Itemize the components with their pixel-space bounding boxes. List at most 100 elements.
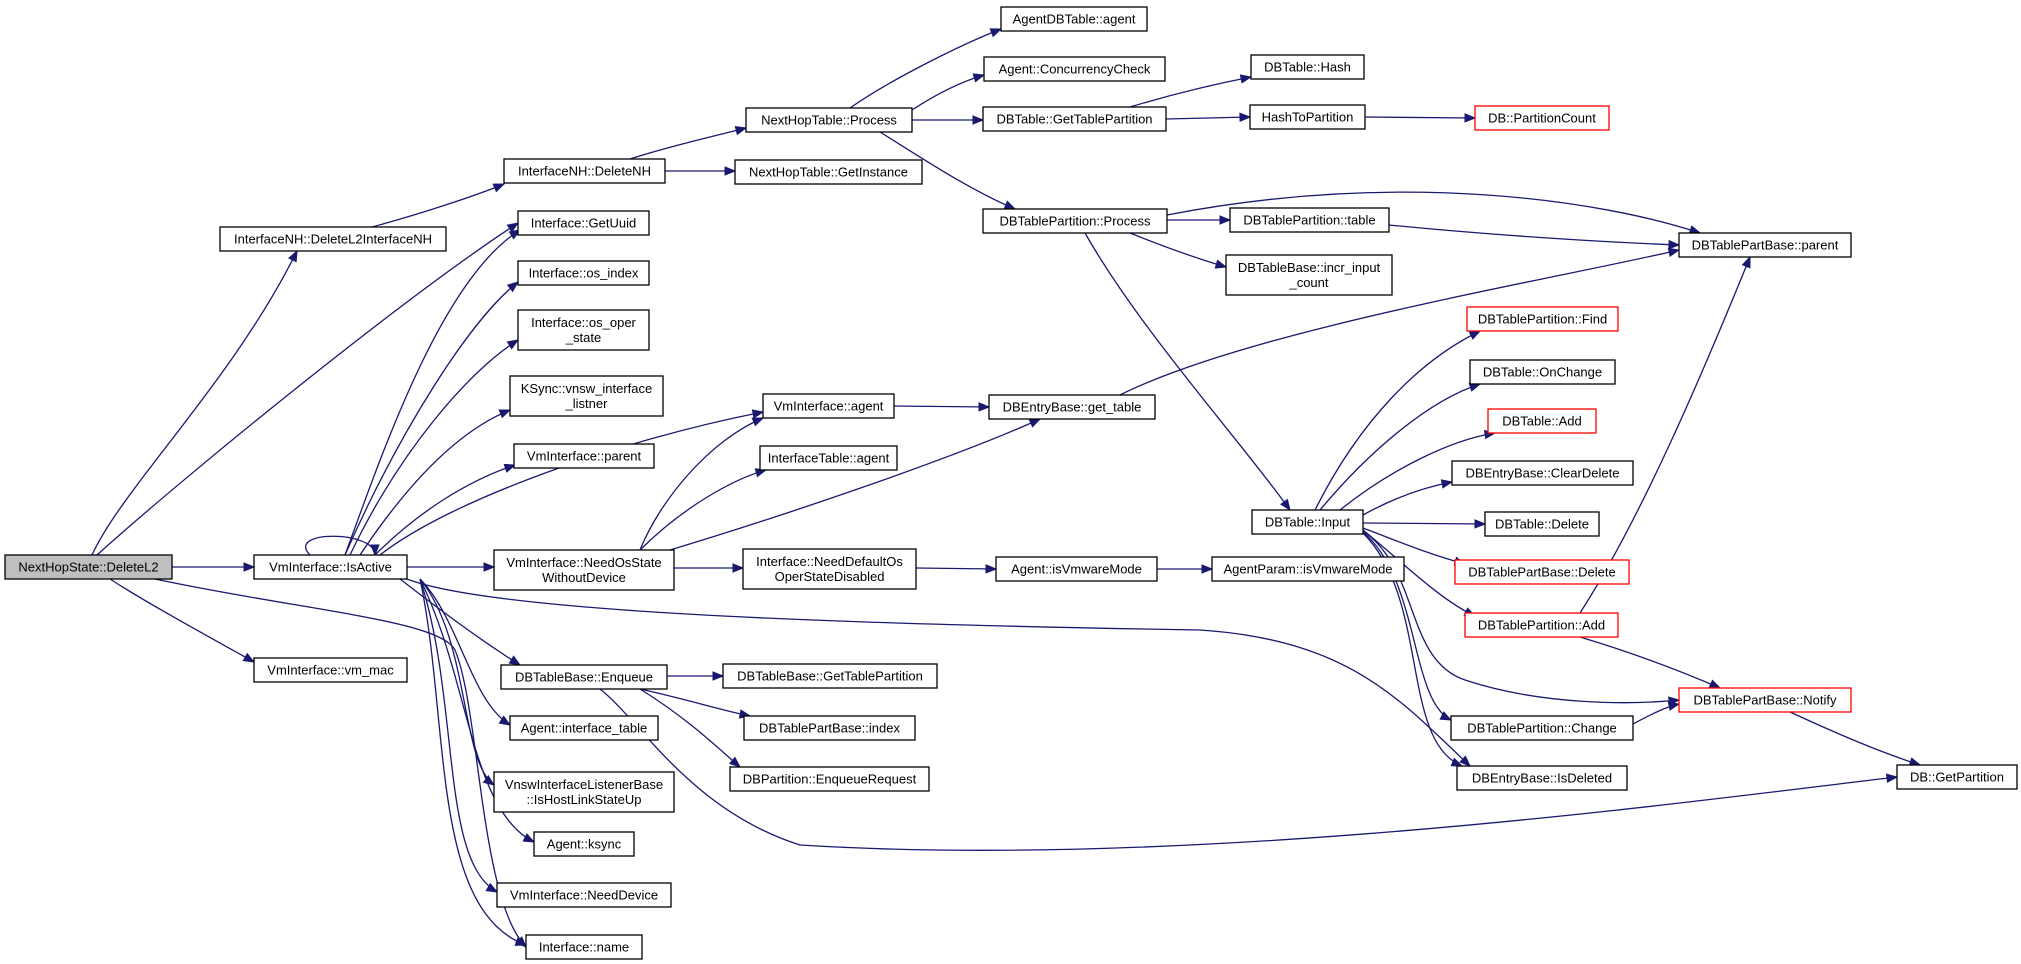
node-label: VmInterface::IsActive xyxy=(269,560,392,575)
edge-n1-to-n2 xyxy=(371,183,506,228)
node-label: HashToPartition xyxy=(1262,110,1354,125)
node-box xyxy=(500,664,668,690)
node-box xyxy=(982,208,1168,234)
node-interface-name[interactable]: Interface::name xyxy=(525,934,643,960)
arrowhead xyxy=(1741,255,1751,269)
node-interface-needdefaultosoperstatedisabled[interactable]: Interface::NeedDefaultOsOperStateDisable… xyxy=(742,548,917,590)
node-dbtablepartbase-delete[interactable]: DBTablePartBase::Delete xyxy=(1454,559,1630,585)
edge-n35-to-n49 xyxy=(419,578,528,946)
node-dbtable-input[interactable]: DBTable::Input xyxy=(1251,509,1364,535)
arrowhead xyxy=(728,756,742,768)
node-db-getpartition[interactable]: DB::GetPartition xyxy=(1896,764,2018,790)
edge-n36-to-n37 xyxy=(674,563,745,573)
node-dbtablepartbase-notify[interactable]: DBTablePartBase::Notify xyxy=(1678,687,1852,713)
node-dbtablepartbase-index[interactable]: DBTablePartBase::index xyxy=(743,715,916,741)
edge-line xyxy=(669,418,1041,551)
node-dbtable-delete[interactable]: DBTable::Delete xyxy=(1484,511,1600,537)
node-label: AgentDBTable::agent xyxy=(1013,12,1136,27)
edge-line xyxy=(154,578,527,948)
node-dbentrybase-isdeleted[interactable]: DBEntryBase::IsDeleted xyxy=(1456,765,1628,791)
node-label: AgentParam::isVmwareMode xyxy=(1223,562,1392,577)
edge-line xyxy=(344,229,521,556)
node-dbtablepartition-change[interactable]: DBTablePartition::Change xyxy=(1450,715,1634,741)
node-dbtablebase-incr-input-count[interactable]: DBTableBase::incr_input_count xyxy=(1225,254,1393,296)
arrowhead xyxy=(288,249,298,263)
node-dbtable-onchange[interactable]: DBTable::OnChange xyxy=(1469,359,1616,385)
node-box xyxy=(513,443,655,469)
node-vnswinterfacelistenerbase-ishostlinkstateup[interactable]: VnswInterfaceListenerBase::IsHostLinkSta… xyxy=(493,771,675,813)
node-agentdbtable-agent[interactable]: AgentDBTable::agent xyxy=(1000,6,1148,32)
node-interfacenh-deletenh[interactable]: InterfaceNH::DeleteNH xyxy=(503,158,666,184)
edge-n3-to-n6 xyxy=(912,115,985,125)
node-vminterface-agent[interactable]: VmInterface::agent xyxy=(762,393,895,419)
node-dbtable-hash[interactable]: DBTable::Hash xyxy=(1250,54,1365,80)
edge-n3-to-n5 xyxy=(911,73,986,111)
edge-n41-to-n42 xyxy=(667,671,725,681)
edge-n11-to-n12 xyxy=(1167,215,1232,225)
edge-n35-to-n29 xyxy=(349,339,520,556)
node-dbtable-add[interactable]: DBTable::Add xyxy=(1487,408,1597,434)
node-nexthopstate-deletel2[interactable]: NextHopState::DeleteL2 xyxy=(4,554,173,580)
edge-n33-to-n13 xyxy=(1119,247,1681,396)
node-box xyxy=(1000,6,1148,32)
node-interfacenh-deletel2interfacenh[interactable]: InterfaceNH::DeleteL2InterfaceNH xyxy=(219,226,447,252)
node-dbtablepartbase-parent[interactable]: DBTablePartBase::parent xyxy=(1678,232,1852,258)
edge-n35-to-n28 xyxy=(344,281,520,556)
node-box xyxy=(533,831,635,857)
node-dbtablebase-gettablepartition[interactable]: DBTableBase::GetTablePartition xyxy=(722,663,938,689)
edge-n32-to-n33 xyxy=(893,402,991,412)
arrowhead xyxy=(1886,773,1899,783)
node-agent-ksync[interactable]: Agent::ksync xyxy=(533,831,635,857)
arrowhead xyxy=(1708,679,1722,689)
node-agent-concurrencycheck[interactable]: Agent::ConcurrencyCheck xyxy=(983,56,1166,82)
edge-line xyxy=(406,578,1471,767)
edge-line xyxy=(344,281,519,556)
node-label: Agent::interface_table xyxy=(521,721,647,736)
node-interfacetable-agent[interactable]: InterfaceTable::agent xyxy=(759,445,898,471)
node-box xyxy=(1454,559,1630,585)
node-dbtablebase-enqueue[interactable]: DBTableBase::Enqueue xyxy=(500,664,668,690)
node-nexthoptable-getinstance[interactable]: NextHopTable::GetInstance xyxy=(734,159,923,185)
node-ksync-vnsw-interface-listner[interactable]: KSync::vnsw_interface_listner xyxy=(509,375,664,417)
node-dbtablepartition-process[interactable]: DBTablePartition::Process xyxy=(982,208,1168,234)
node-dbentrybase-get-table[interactable]: DBEntryBase::get_table xyxy=(988,394,1156,420)
node-vminterface-vm-mac[interactable]: VmInterface::vm_mac xyxy=(253,657,408,683)
node-nexthoptable-process[interactable]: NextHopTable::Process xyxy=(745,107,913,133)
arrowhead xyxy=(1003,200,1017,210)
node-vminterface-isactive[interactable]: VmInterface::IsActive xyxy=(253,554,408,580)
arrowhead xyxy=(751,417,765,427)
edge-n0-to-n27 xyxy=(96,222,520,556)
node-dbtablepartition-find[interactable]: DBTablePartition::Find xyxy=(1466,306,1619,332)
node-vminterface-parent[interactable]: VmInterface::parent xyxy=(513,443,655,469)
node-agentparam-isvmwaremode[interactable]: AgentParam::isVmwareMode xyxy=(1211,556,1405,582)
arrowhead xyxy=(989,28,1003,38)
edge-n15-to-n17 xyxy=(1319,382,1482,511)
node-box xyxy=(762,393,895,419)
node-dbtable-gettablepartition[interactable]: DBTable::GetTablePartition xyxy=(982,106,1167,132)
node-label: DBTablePartition::Add xyxy=(1478,618,1605,633)
edge-line xyxy=(849,28,1002,109)
node-hashtopartition[interactable]: HashToPartition xyxy=(1249,104,1366,130)
edge-line xyxy=(1165,116,1251,120)
edge-line xyxy=(1362,531,1452,721)
arrowhead xyxy=(978,402,991,412)
node-dbtablepartition-table[interactable]: DBTablePartition::table xyxy=(1229,207,1390,233)
node-vminterface-needdevice[interactable]: VmInterface::NeedDevice xyxy=(496,882,672,908)
node-db-partitioncount[interactable]: DB::PartitionCount xyxy=(1474,105,1610,131)
edge-n38-to-n39 xyxy=(1157,564,1214,574)
node-dbentrybase-cleardelete[interactable]: DBEntryBase::ClearDelete xyxy=(1451,460,1634,486)
node-dbpartition-enqueuerequest[interactable]: DBPartition::EnqueueRequest xyxy=(729,766,930,792)
node-interface-os-oper-state[interactable]: Interface::os_oper_state xyxy=(517,309,650,351)
node-agent-isvmwaremode[interactable]: Agent::isVmwareMode xyxy=(995,556,1158,582)
node-dbtablepartition-add[interactable]: DBTablePartition::Add xyxy=(1464,612,1619,638)
node-agent-interface-table[interactable]: Agent::interface_table xyxy=(509,715,659,741)
node-interface-os-index[interactable]: Interface::os_index xyxy=(517,260,650,286)
edge-n23-to-n26 xyxy=(1789,711,1922,767)
node-label: Interface::os_index xyxy=(529,266,639,281)
edge-n3-to-n4 xyxy=(849,28,1003,109)
node-box xyxy=(496,882,672,908)
edge-n35-to-n41 xyxy=(399,578,522,666)
node-interface-getuuid[interactable]: Interface::GetUuid xyxy=(517,210,650,236)
edge-line xyxy=(1119,249,1680,396)
